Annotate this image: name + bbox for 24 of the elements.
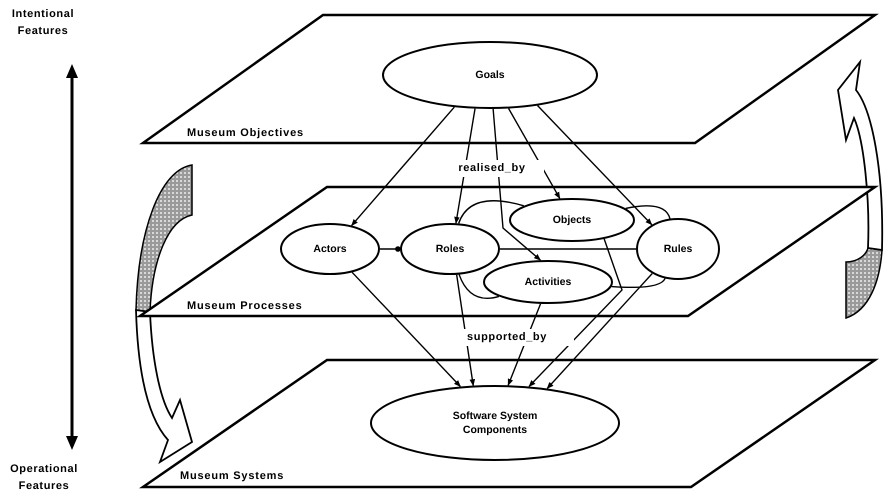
connector-line [626,205,671,219]
arrow [537,105,652,226]
connector-line [500,248,636,250]
arrow [528,238,623,387]
node-label: Objects [552,212,592,228]
arrow [351,106,455,226]
node-label: Actors [313,242,347,256]
arrow [492,108,541,261]
node-label: Software System Components [452,408,538,438]
connector-line [612,278,666,288]
arrow [352,272,461,387]
node-label: Activities [524,274,572,290]
arrow [508,108,560,200]
connector-line [458,274,500,299]
node-label: Roles [436,242,464,256]
axis-label: Operational Features [9,462,79,494]
node-label: Goals [475,68,505,82]
layer-label: Museum Processes [187,300,303,312]
node-label: Rules [664,242,692,256]
axis-label: Intentional Features [10,7,76,40]
arrow [546,273,653,389]
layer-label: Museum Systems [180,470,284,482]
layer-label: Museum Objectives [187,127,304,139]
connector-line [458,200,524,224]
